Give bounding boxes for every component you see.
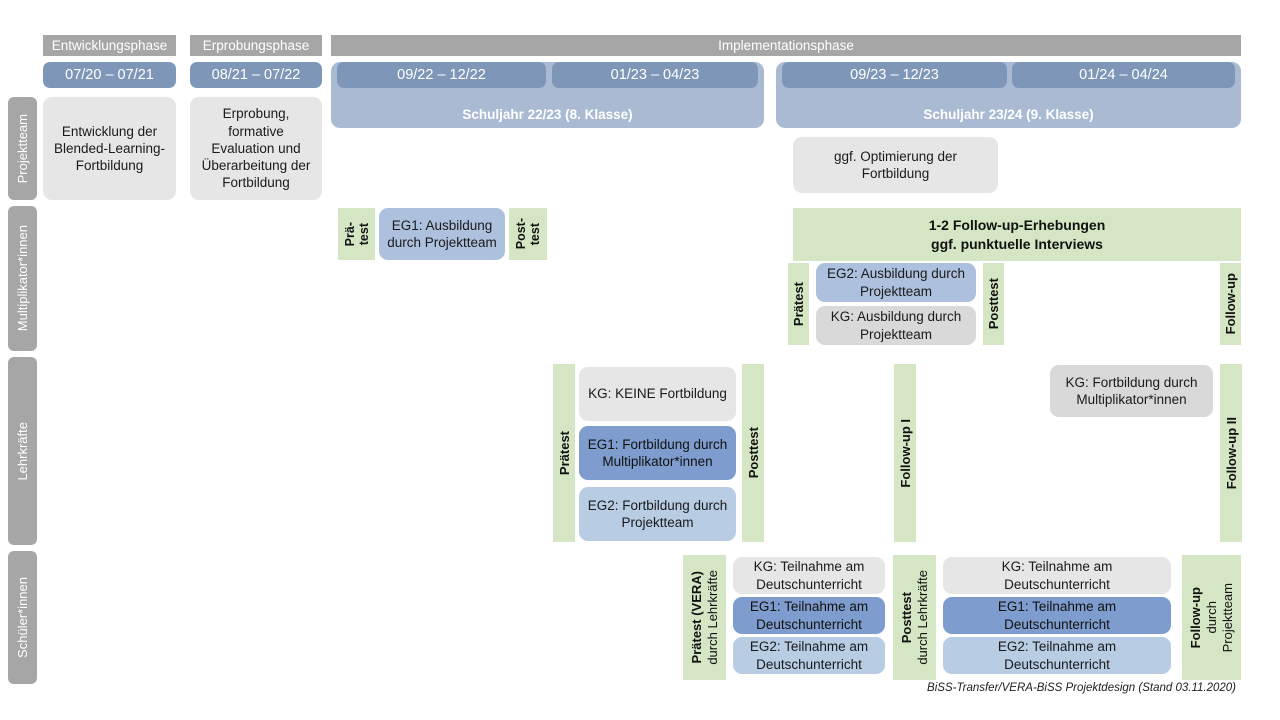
banner-line-2: ggf. punktuelle Interviews	[931, 235, 1103, 252]
posttest-label: Posttest	[986, 278, 1001, 330]
test-strip-followup-1-lehrkraefte: Follow-up I	[894, 364, 916, 542]
box-erprobung-evaluation: Erprobung, formative Evaluation und Über…	[190, 97, 322, 200]
test-strip-posttest-multiplikatoren: Post- test	[509, 208, 547, 260]
followup-label: Follow-up	[1223, 273, 1238, 335]
row-label-multiplikatorinnen: Multiplikator*innen	[8, 206, 37, 351]
row-label-text: Schüler*innen	[15, 577, 30, 658]
footer-caption: BiSS-Transfer/VERA-BiSS Projektdesign (S…	[640, 682, 1236, 694]
praetest-line-1: Prä-	[342, 221, 357, 247]
posttest-label: Posttest	[745, 427, 761, 479]
period-label: 09/23 – 12/23	[850, 67, 939, 83]
box-kg-teilnahme-deutschunterricht-2: KG: Teilnahme am Deutschunterricht	[943, 557, 1171, 594]
test-strip-praetest-multiplikatoren: Prä- test	[338, 208, 375, 260]
praetest-line-2: test	[356, 222, 371, 246]
phase-bar-implementationsphase: Implementationsphase	[331, 35, 1241, 56]
box-label: KG: Fortbildung durch Multiplikator*inne…	[1065, 374, 1198, 407]
box-kg-teilnahme-deutschunterricht-1: KG: Teilnahme am Deutschunterricht	[733, 557, 885, 594]
box-label: KG: Ausbildung durch Projektteam	[830, 309, 962, 342]
banner-followup-erhebungen: 1-2 Follow-up-Erhebungen ggf. punktuelle…	[793, 208, 1241, 261]
period-pill-0922-1222: 09/22 – 12/22	[337, 62, 546, 88]
praetest-label: Prätest	[791, 281, 806, 327]
box-ggf-optimierung: ggf. Optimierung der Fortbildung	[793, 137, 998, 193]
test-strip-praetest-vera-schuelerinnen: Prätest (VERA) durch Lehrkräfte	[683, 555, 726, 680]
box-eg2-teilnahme-deutschunterricht-1: EG2: Teilnahme am Deutschunterricht	[733, 637, 885, 674]
phase-bar-entwicklungsphase: Entwicklungsphase	[43, 35, 176, 56]
banner-line-1: 1-2 Follow-up-Erhebungen	[928, 216, 1106, 233]
row-label-lehrkraefte: Lehrkräfte	[8, 357, 37, 545]
phase-label: Implementationsphase	[718, 38, 854, 53]
praetest-vera-label: Prätest (VERA)	[689, 571, 704, 664]
posttest-line-1: Post-	[514, 218, 528, 250]
box-kg-ausbildung-projektteam: KG: Ausbildung durch Projektteam	[816, 306, 976, 345]
test-strip-posttest-lehrkraefte: Posttest	[742, 364, 764, 542]
school-year-label: Schuljahr 22/23 (8. Klasse)	[462, 107, 633, 122]
followup-sublabel-1: durch	[1204, 601, 1219, 634]
period-label: 01/23 – 04/23	[610, 67, 700, 83]
followup-sublabel-2: Projektteam	[1220, 582, 1235, 653]
box-label: EG1: Teilnahme am Deutschunterricht	[997, 599, 1117, 632]
box-kg-fortbildung-multiplikatoren: KG: Fortbildung durch Multiplikator*inne…	[1050, 365, 1213, 417]
test-strip-followup-multiplikatoren: Follow-up	[1220, 263, 1241, 345]
followup-label: Follow-up	[1188, 586, 1203, 649]
box-label: EG2: Fortbildung durch Projektteam	[587, 497, 728, 530]
period-label: 01/24 – 04/24	[1079, 67, 1168, 83]
period-pill-0123-0423: 01/23 – 04/23	[552, 62, 758, 88]
period-pill-0124-0424: 01/24 – 04/24	[1012, 62, 1235, 88]
praetest-label: Prätest	[556, 430, 572, 476]
test-strip-praetest-lehrkraefte: Prätest	[553, 364, 575, 542]
test-strip-posttest-schuelerinnen: Posttest durch Lehrkräfte	[893, 555, 936, 680]
test-strip-followup-schuelerinnen: Follow-up durch Projektteam	[1182, 555, 1241, 680]
period-label: 08/21 – 07/22	[211, 67, 301, 83]
phase-label: Entwicklungsphase	[51, 38, 168, 53]
test-strip-posttest-multiplikatoren-2: Posttest	[983, 263, 1004, 345]
box-kg-keine-fortbildung: KG: KEINE Fortbildung	[579, 367, 736, 421]
praetest-vera-sublabel: durch Lehrkräfte	[705, 570, 720, 665]
box-label: KG: KEINE Fortbildung	[588, 386, 727, 402]
box-label: KG: Teilnahme am Deutschunterricht	[1001, 559, 1113, 592]
box-eg1-teilnahme-deutschunterricht-1: EG1: Teilnahme am Deutschunterricht	[733, 597, 885, 634]
box-label: EG2: Ausbildung durch Projektteam	[826, 266, 966, 299]
box-label: KG: Teilnahme am Deutschunterricht	[753, 559, 865, 592]
test-strip-followup-2-lehrkraefte: Follow-up II	[1220, 364, 1242, 542]
school-year-label: Schuljahr 23/24 (9. Klasse)	[923, 107, 1094, 122]
box-label: EG1: Ausbildung durch Projektteam	[387, 217, 497, 250]
test-strip-praetest-multiplikatoren-2: Prätest	[788, 263, 809, 345]
row-label-text: Projektteam	[15, 113, 30, 184]
box-label: EG2: Teilnahme am Deutschunterricht	[997, 639, 1117, 672]
phase-label: Erprobungsphase	[202, 38, 310, 53]
posttest-label: Posttest	[899, 591, 914, 644]
row-label-schuelerinnen: Schüler*innen	[8, 551, 37, 684]
box-label: EG1: Fortbildung durch Multiplikator*inn…	[587, 436, 728, 469]
period-pill-0720-0721: 07/20 – 07/21	[43, 62, 176, 88]
phase-bar-erprobungsphase: Erprobungsphase	[190, 35, 322, 56]
box-eg2-fortbildung-projektteam: EG2: Fortbildung durch Projektteam	[579, 487, 736, 541]
period-label: 09/22 – 12/22	[397, 67, 486, 83]
row-label-text: Lehrkräfte	[15, 421, 30, 481]
box-eg2-ausbildung-projektteam: EG2: Ausbildung durch Projektteam	[816, 263, 976, 302]
row-label-projektteam: Projektteam	[8, 97, 37, 200]
period-pill-0923-1223: 09/23 – 12/23	[782, 62, 1007, 88]
posttest-sublabel: durch Lehrkräfte	[915, 570, 930, 665]
period-pill-0821-0722: 08/21 – 07/22	[190, 62, 322, 88]
box-label: EG1: Teilnahme am Deutschunterricht	[749, 599, 869, 632]
box-eg1-fortbildung-multiplikatoren: EG1: Fortbildung durch Multiplikator*inn…	[579, 426, 736, 480]
box-label: ggf. Optimierung der Fortbildung	[833, 148, 958, 181]
box-label: EG2: Teilnahme am Deutschunterricht	[749, 639, 869, 672]
box-label: Erprobung, formative Evaluation und Über…	[201, 106, 311, 191]
followup-1-label: Follow-up I	[897, 418, 913, 488]
box-eg2-teilnahme-deutschunterricht-2: EG2: Teilnahme am Deutschunterricht	[943, 637, 1171, 674]
followup-2-label: Follow-up II	[1223, 416, 1239, 490]
footer-text: BiSS-Transfer/VERA-BiSS Projektdesign (S…	[927, 682, 1236, 694]
period-label: 07/20 – 07/21	[65, 67, 154, 83]
posttest-line-2: test	[528, 222, 542, 246]
box-entwicklung-fortbildung: Entwicklung der Blended-Learning-Fortbil…	[43, 97, 176, 200]
box-label: Entwicklung der Blended-Learning-Fortbil…	[53, 123, 166, 174]
row-label-text: Multiplikator*innen	[15, 225, 30, 332]
box-eg1-teilnahme-deutschunterricht-2: EG1: Teilnahme am Deutschunterricht	[943, 597, 1171, 634]
box-eg1-ausbildung-projektteam: EG1: Ausbildung durch Projektteam	[379, 208, 505, 260]
